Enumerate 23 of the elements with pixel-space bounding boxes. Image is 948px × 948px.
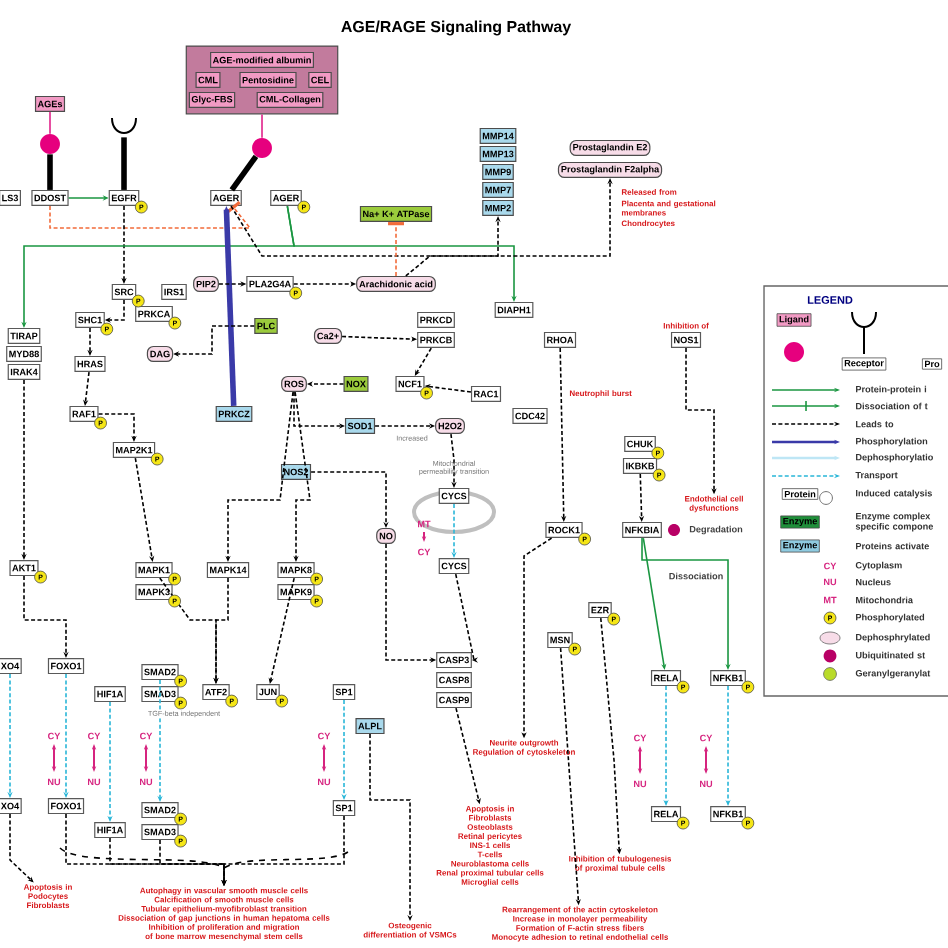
arrow xyxy=(641,537,731,670)
arrow xyxy=(9,813,34,883)
arrow xyxy=(173,325,256,357)
arrow xyxy=(268,577,295,684)
arrow xyxy=(159,577,219,684)
arrow xyxy=(97,413,137,442)
receptor-cup xyxy=(111,117,137,134)
arrow xyxy=(388,222,404,277)
arrow xyxy=(223,206,237,407)
arrow xyxy=(83,371,90,406)
arrow xyxy=(310,471,389,528)
arrow xyxy=(454,573,478,663)
arrow xyxy=(642,537,667,670)
arrow xyxy=(414,347,433,376)
ligand-circle xyxy=(40,134,60,154)
arrow xyxy=(559,347,567,522)
arrow xyxy=(23,575,69,658)
arrow xyxy=(159,839,227,886)
arrow xyxy=(286,205,517,302)
arrow xyxy=(450,433,457,488)
ligand-circle xyxy=(252,138,272,158)
arrow xyxy=(49,201,252,229)
arrow xyxy=(134,457,155,562)
